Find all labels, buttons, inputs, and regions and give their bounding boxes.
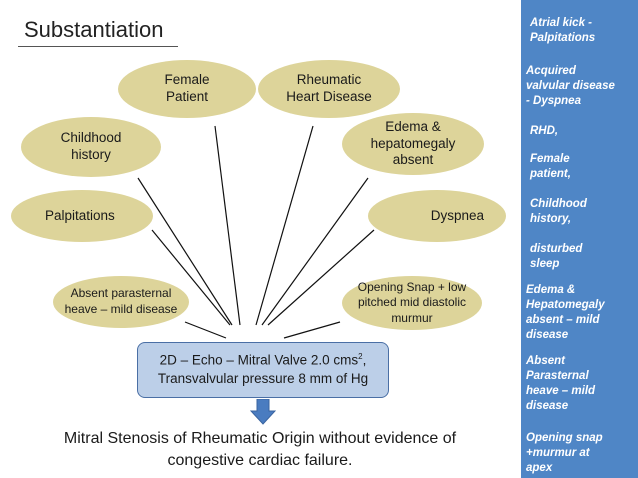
connector-lines (137, 125, 375, 339)
oval-dyspnea: Dyspnea (368, 190, 506, 242)
oval-absent-parasternal: Absent parasternal heave – mild disease (53, 276, 189, 328)
line-edema (261, 177, 369, 326)
line-childhood (137, 177, 233, 326)
oval-edema-absent: Edema & hepatomegaly absent (342, 113, 484, 175)
echo-line-2: Transvalvular pressure 8 mm of Hg (157, 371, 369, 387)
sidebar-item-disturbed-sleep: disturbed sleep (530, 243, 583, 270)
oval-childhood-history: Childhood history (21, 117, 161, 177)
sidebar-item-childhood-history: Childhood history, (530, 198, 587, 225)
sidebar-item-atrial-kick: Atrial kick - Palpitations (530, 17, 596, 44)
title-underline (18, 46, 178, 47)
oval-rheumatic-heart-disease: Rheumatic Heart Disease (258, 60, 400, 118)
line-palpitations (151, 229, 231, 326)
slide-title: Substantiation (24, 17, 164, 42)
sidebar-item-female-patient: Female patient, (530, 153, 571, 180)
line-opening (283, 321, 341, 339)
oval-palpitations: Palpitations (11, 190, 153, 242)
sidebar-item-opening-snap: Opening snap +murmur at apex (526, 432, 603, 474)
echo-findings-box: 2D – Echo – Mitral Valve 2.0 cms2, Trans… (137, 342, 389, 398)
line-dyspnea (267, 229, 375, 326)
line-rheumatic (255, 125, 314, 326)
down-arrow-icon (250, 399, 276, 425)
findings-sidebar (521, 0, 638, 478)
diagnosis-conclusion: Mitral Stenosis of Rheumatic Origin with… (63, 430, 457, 470)
oval-female-patient: Female Patient (118, 60, 256, 118)
echo-line-1: 2D – Echo – Mitral Valve 2.0 cms2, (159, 351, 367, 368)
sidebar-item-edema-hepatomegaly: Edema & Hepatomegaly absent – mild disea… (526, 284, 605, 341)
sidebar-item-acquired-valvular: Acquired valvular disease - Dyspnea (526, 65, 615, 107)
sidebar-item-absent-parasternal: Absent Parasternal heave – mild disease (526, 355, 596, 412)
sidebar-item-rhd: RHD, (530, 125, 559, 137)
oval-opening-snap: Opening Snap + low pitched mid diastolic… (342, 276, 482, 330)
line-absent (184, 321, 227, 339)
line-female (214, 125, 241, 326)
